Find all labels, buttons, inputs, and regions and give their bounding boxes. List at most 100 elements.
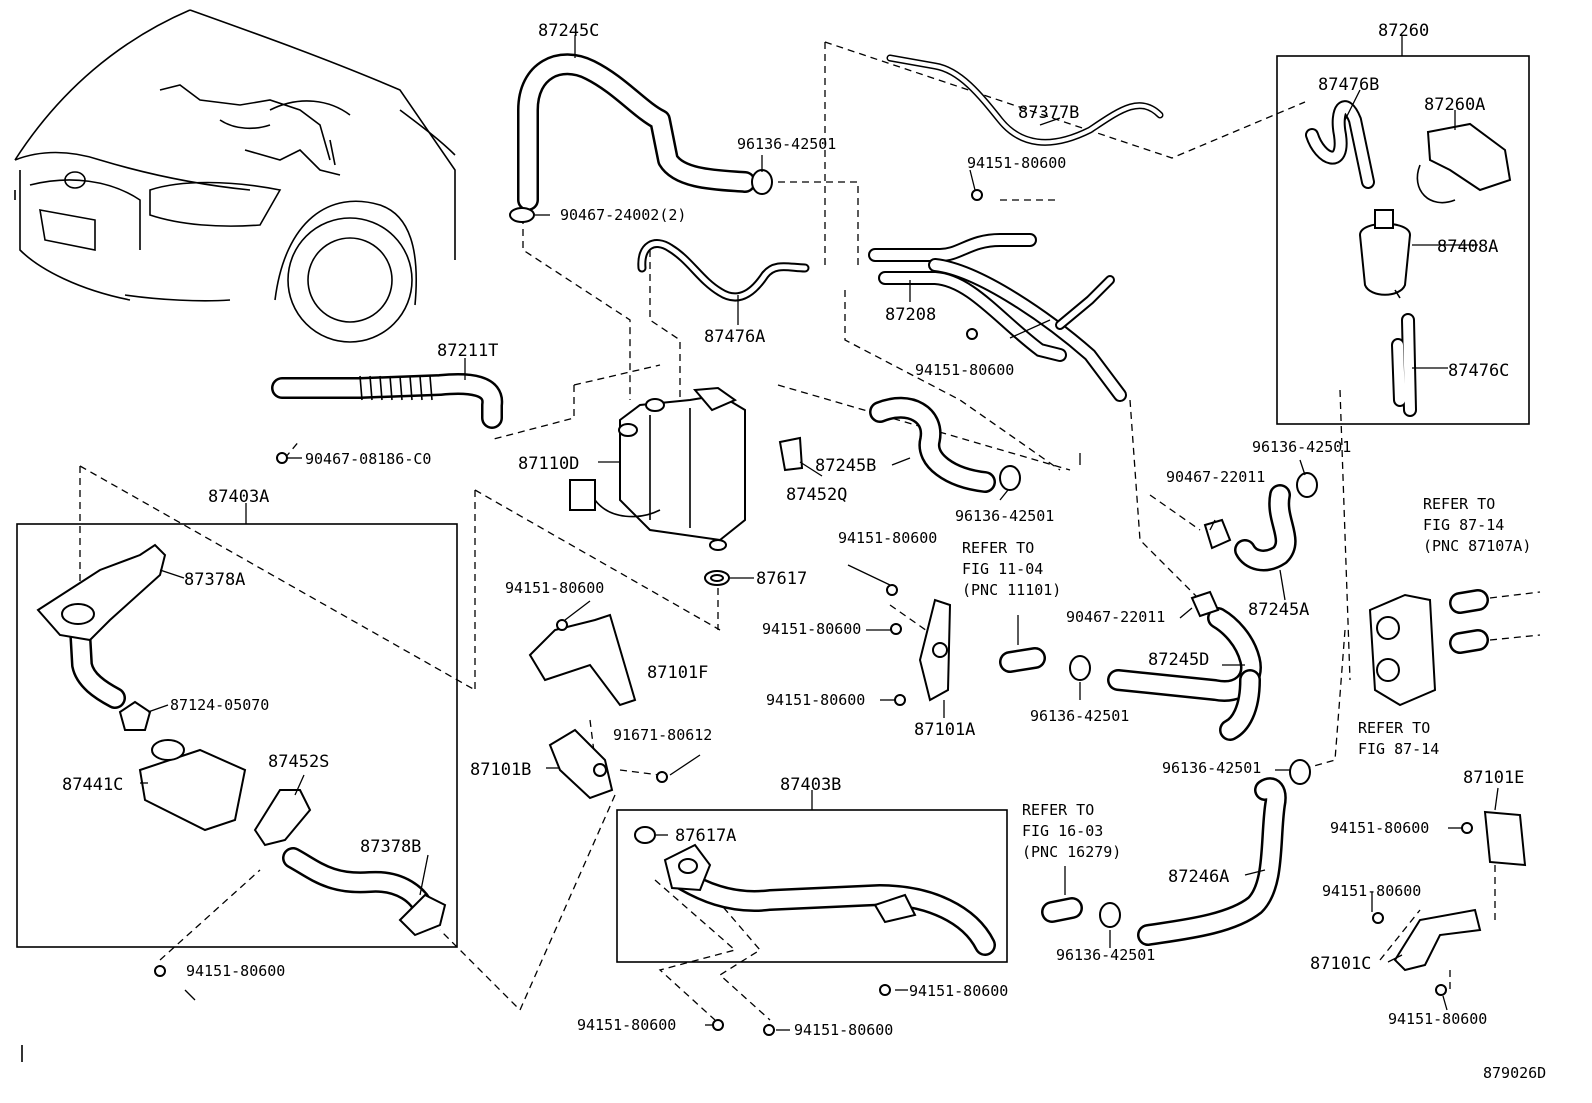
- label-87211T: 87211T: [437, 341, 498, 361]
- label-94151-80600-b: 94151-80600: [915, 361, 1014, 379]
- label-87260A: 87260A: [1424, 95, 1485, 115]
- label-94151-80600-f: 94151-80600: [505, 579, 604, 597]
- ref-8714b-line1: REFER TO: [1358, 719, 1430, 737]
- clamp-90467-22011-b: [1190, 590, 1220, 618]
- label-87377B: 87377B: [1018, 103, 1079, 123]
- label-96136-42501-f: 96136-42501: [1056, 946, 1155, 964]
- bracket-87101F: [528, 613, 637, 707]
- label-90467-24002: 90467-24002(2): [560, 206, 686, 224]
- ref-1104-line3: (PNC 11101): [962, 581, 1061, 599]
- label-94151-80600-k: 94151-80600: [909, 982, 1008, 1000]
- pipe-87377B: [886, 54, 1164, 146]
- label-87403B: 87403B: [780, 775, 841, 795]
- bracket-87101C: [1393, 908, 1482, 972]
- label-94151-80600-j: 94151-80600: [186, 962, 285, 980]
- reservoir-87441C: [138, 739, 247, 832]
- label-87124-05070: 87124-05070: [170, 696, 269, 714]
- label-91671-80612: 91671-80612: [613, 726, 712, 744]
- ref-8714b-line2: FIG 87-14: [1358, 740, 1439, 758]
- tube-11101: [999, 615, 1046, 673]
- hose-87476B: [1305, 100, 1375, 189]
- hose-87378B: [282, 847, 436, 923]
- flange-87403B: [663, 843, 917, 924]
- label-leaders: [140, 35, 1499, 1031]
- label-96136-42501-a: 96136-42501: [737, 135, 836, 153]
- valve-87408A: [1358, 209, 1412, 299]
- label-87245D: 87245D: [1148, 650, 1209, 670]
- hose-87476C: [1391, 313, 1417, 417]
- bracket-87452S: [253, 789, 312, 847]
- label-87208: 87208: [885, 305, 936, 325]
- clamp-87260A: [1416, 122, 1512, 204]
- clip-90467-24002: [509, 207, 535, 223]
- ref-1603-line1: REFER TO: [1022, 801, 1094, 819]
- pipe-87208: [868, 233, 1127, 402]
- label-96136-42501-c: 96136-42501: [1252, 438, 1351, 456]
- label-94151-80600-h: 94151-80600: [1322, 882, 1421, 900]
- label-87452S: 87452S: [268, 752, 329, 772]
- label-87101A: 87101A: [914, 720, 975, 740]
- vehicle-front-illustration: [14, 9, 456, 343]
- label-87452Q: 87452Q: [786, 485, 847, 505]
- label-94151-80600-l: 94151-80600: [577, 1016, 676, 1034]
- label-87245C: 87245C: [538, 21, 599, 41]
- ref-8714a-line1: REFER TO: [1423, 495, 1495, 513]
- label-87403A: 87403A: [208, 487, 269, 507]
- label-96136-42501-b: 96136-42501: [955, 507, 1054, 525]
- label-87617: 87617: [756, 569, 807, 589]
- hose-clamps: [751, 169, 1318, 928]
- ref-1603-line2: FIG 16-03: [1022, 822, 1103, 840]
- bracket-87101E: [1483, 810, 1527, 867]
- label-87101B: 87101B: [470, 760, 531, 780]
- cooler-block: [1368, 593, 1437, 707]
- label-96136-42501-e: 96136-42501: [1162, 759, 1261, 777]
- oring-87617: [704, 570, 730, 586]
- label-87476B: 87476B: [1318, 75, 1379, 95]
- label-87110D: 87110D: [518, 454, 579, 474]
- heater-unit-87110D: [569, 386, 746, 551]
- tube-16279: [1041, 866, 1083, 923]
- hose-87245A: [1234, 484, 1297, 572]
- label-87246A: 87246A: [1168, 867, 1229, 887]
- label-87476A: 87476A: [704, 327, 765, 347]
- label-87441C: 87441C: [62, 775, 123, 795]
- hose-87246A: [1137, 777, 1287, 946]
- group-box-87403A: [16, 523, 458, 948]
- label-87101E: 87101E: [1463, 768, 1524, 788]
- bracket-87452Q: [778, 436, 804, 472]
- label-87260: 87260: [1378, 21, 1429, 41]
- label-87408A: 87408A: [1437, 237, 1498, 257]
- label-87378B: 87378B: [360, 837, 421, 857]
- label-94151-80600-m: 94151-80600: [794, 1021, 893, 1039]
- diagram-id: 879026D: [1483, 1064, 1546, 1082]
- bracket-87101B: [548, 728, 614, 800]
- bracket-87101A: [918, 598, 952, 702]
- tubes-87107A: [1449, 589, 1541, 654]
- pipe-87403B: [669, 867, 996, 956]
- ref-8714a-line2: FIG 87-14: [1423, 516, 1504, 534]
- hose-87211T: [271, 373, 504, 429]
- label-87378A: 87378A: [184, 570, 245, 590]
- clamp-90467-22011-a: [1203, 518, 1232, 550]
- label-90467-22011-b: 90467-22011: [1066, 608, 1165, 626]
- label-94151-80600-d: 94151-80600: [762, 620, 861, 638]
- hose-87245C: [517, 53, 756, 211]
- bracket-87378A: [36, 543, 167, 642]
- labels: 87260 87403A 87403B 87245C 87377B 87476B…: [62, 21, 1546, 1082]
- label-87617A: 87617A: [675, 826, 736, 846]
- label-90467-08186-C0: 90467-08186-C0: [305, 450, 431, 468]
- ref-8714a-line3: (PNC 87107A): [1423, 537, 1531, 555]
- clamp-87124: [118, 700, 152, 731]
- hose-87378A-tube: [69, 619, 126, 709]
- ref-1104-line1: REFER TO: [962, 539, 1034, 557]
- hose-87476A: [637, 239, 810, 302]
- group-box-87260: [1276, 55, 1530, 425]
- label-90467-22011-a: 90467-22011: [1166, 468, 1265, 486]
- label-94151-80600-i: 94151-80600: [1388, 1010, 1487, 1028]
- oring-87617A: [634, 826, 656, 844]
- label-87101C: 87101C: [1310, 954, 1371, 974]
- hose-87245D: [1107, 607, 1262, 741]
- ref-1104-line2: FIG 11-04: [962, 560, 1043, 578]
